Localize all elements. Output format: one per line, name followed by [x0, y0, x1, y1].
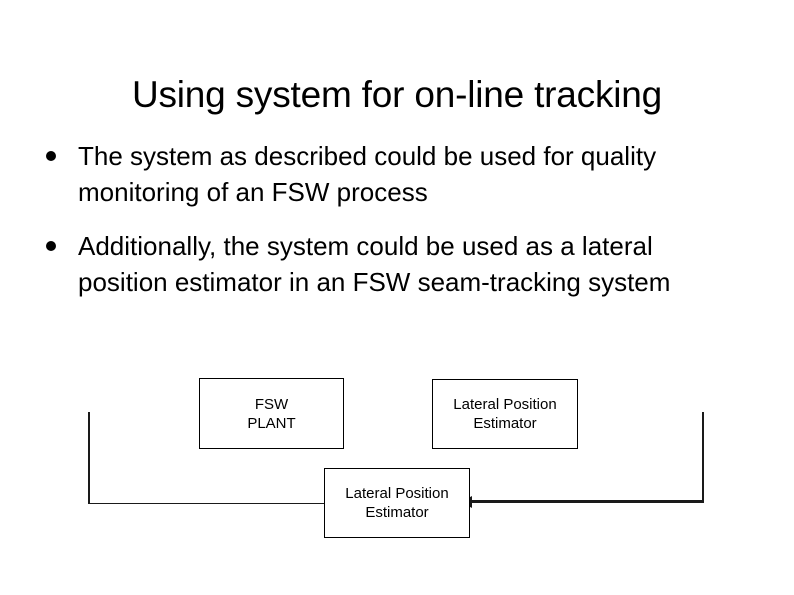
- diagram-box-fsw-plant-label: FSW PLANT: [247, 395, 296, 432]
- bullet-item-1-label: The system as described could be used fo…: [78, 141, 657, 207]
- bullet-point-icon: [46, 241, 56, 251]
- bullet-item-2: Additionally, the system could be used a…: [36, 228, 716, 300]
- bullet-list: The system as described could be used fo…: [36, 138, 716, 318]
- bullet-point-icon: [46, 151, 56, 161]
- diagram-box-estimator-top-label: Lateral Position Estimator: [453, 396, 557, 432]
- page-title: Using system for on-line tracking: [131, 73, 663, 115]
- connector-right-horizontal: [470, 500, 704, 503]
- diagram-box-estimator-top[interactable]: Lateral Position Estimator: [432, 379, 578, 449]
- bullet-item-1: The system as described could be used fo…: [36, 138, 716, 210]
- connector-left-vertical: [88, 412, 90, 504]
- diagram-box-estimator-bottom-label: Lateral Position Estimator: [345, 485, 449, 521]
- connector-right-vertical: [702, 412, 704, 502]
- bullet-item-2-label: Additionally, the system could be used a…: [78, 231, 671, 297]
- connector-left-horizontal: [88, 502, 326, 504]
- diagram-box-fsw-plant[interactable]: FSW PLANT: [199, 378, 344, 449]
- diagram-box-estimator-bottom[interactable]: Lateral Position Estimator: [324, 468, 470, 538]
